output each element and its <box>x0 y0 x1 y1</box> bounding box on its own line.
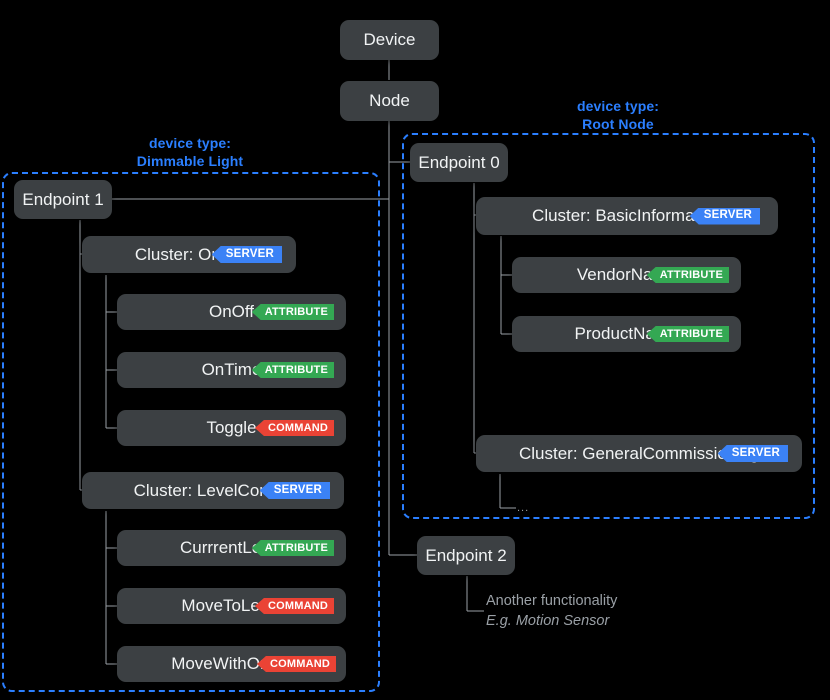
node-device[interactable]: Device <box>340 20 439 60</box>
node-attribute-onoff[interactable]: OnOff ATTRIBUTE <box>117 294 346 330</box>
device-type-name: Root Node <box>582 116 654 132</box>
node-attribute-vendorname[interactable]: VendorName ATTRIBUTE <box>512 257 741 293</box>
badge-server: SERVER <box>211 246 282 263</box>
badge-server: SERVER <box>259 482 330 499</box>
badge-command: COMMAND <box>254 420 334 436</box>
device-type-caption: device type: <box>576 98 660 114</box>
badge-attribute: ATTRIBUTE <box>251 540 334 556</box>
badge-attribute: ATTRIBUTE <box>251 362 334 378</box>
command-toggle-label: Toggle <box>206 418 257 437</box>
node-device-label: Device <box>363 30 416 49</box>
cluster-onoff-label: Cluster: OnOff <box>134 244 244 264</box>
cluster-generalcommissioning-children-ellipsis: ... <box>517 502 530 514</box>
region-dimmable-light <box>2 172 380 692</box>
node-cluster-generalcommissioning[interactable]: Cluster: GeneralCommissioning SERVER <box>476 435 802 472</box>
node-endpoint-2-label: Endpoint 2 <box>425 545 507 565</box>
endpoint-2-note-line1: Another functionality <box>486 593 618 609</box>
device-type-label-dimmable-light: device type: Dimmable Light <box>55 134 325 170</box>
command-movetolevel-label: MoveToLevel <box>181 596 282 615</box>
node-cluster-onoff[interactable]: Cluster: OnOff SERVER <box>82 236 296 273</box>
region-root-node <box>402 133 815 519</box>
attribute-onoff-label: OnOff <box>208 302 255 321</box>
command-movewithonoff-label: MoveWithOnOff <box>171 654 292 673</box>
device-type-label-root-node: device type: Root Node <box>483 97 753 133</box>
node-cluster-levelcontrol[interactable]: Cluster: LevelControl SERVER <box>82 472 344 509</box>
endpoint-2-notes: Another functionality E.g. Motion Sensor <box>486 591 617 631</box>
node-node[interactable]: Node <box>340 81 439 121</box>
node-attribute-productname[interactable]: ProductName ATTRIBUTE <box>512 316 741 352</box>
cluster-levelcontrol-label: Cluster: LevelControl <box>133 480 293 500</box>
badge-command: COMMAND <box>256 656 336 672</box>
badge-server: SERVER <box>689 207 760 225</box>
cluster-generalcommissioning-label: Cluster: GeneralCommissioning <box>519 443 759 463</box>
node-command-movetolevel[interactable]: MoveToLevel COMMAND <box>117 588 346 624</box>
node-command-toggle[interactable]: Toggle COMMAND <box>117 410 346 446</box>
cluster-basicinformation-label: Cluster: BasicInformation <box>532 206 722 225</box>
endpoint-2-note-line2: E.g. Motion Sensor <box>486 613 610 629</box>
attribute-ontime-label: OnTime <box>201 360 262 379</box>
badge-attribute: ATTRIBUTE <box>251 304 334 320</box>
node-endpoint-2[interactable]: Endpoint 2 <box>417 536 515 575</box>
badge-server: SERVER <box>717 445 788 462</box>
node-endpoint-1-label: Endpoint 1 <box>22 189 104 209</box>
node-attribute-currrentlevel[interactable]: CurrrentLevel ATTRIBUTE <box>117 530 346 566</box>
node-attribute-ontime[interactable]: OnTime ATTRIBUTE <box>117 352 346 388</box>
badge-attribute: ATTRIBUTE <box>646 326 729 342</box>
node-cluster-basicinformation[interactable]: Cluster: BasicInformation SERVER <box>476 197 778 235</box>
node-command-movewithonoff[interactable]: MoveWithOnOff COMMAND <box>117 646 346 682</box>
badge-attribute: ATTRIBUTE <box>646 267 729 283</box>
badge-command: COMMAND <box>254 598 334 614</box>
attribute-vendorname-label: VendorName <box>576 265 677 284</box>
node-node-label: Node <box>369 91 410 110</box>
node-endpoint-1[interactable]: Endpoint 1 <box>14 180 112 219</box>
device-type-caption: device type: <box>148 135 232 151</box>
device-type-name: Dimmable Light <box>136 153 244 169</box>
node-endpoint-0-label: Endpoint 0 <box>418 152 500 172</box>
node-endpoint-0[interactable]: Endpoint 0 <box>410 143 508 182</box>
